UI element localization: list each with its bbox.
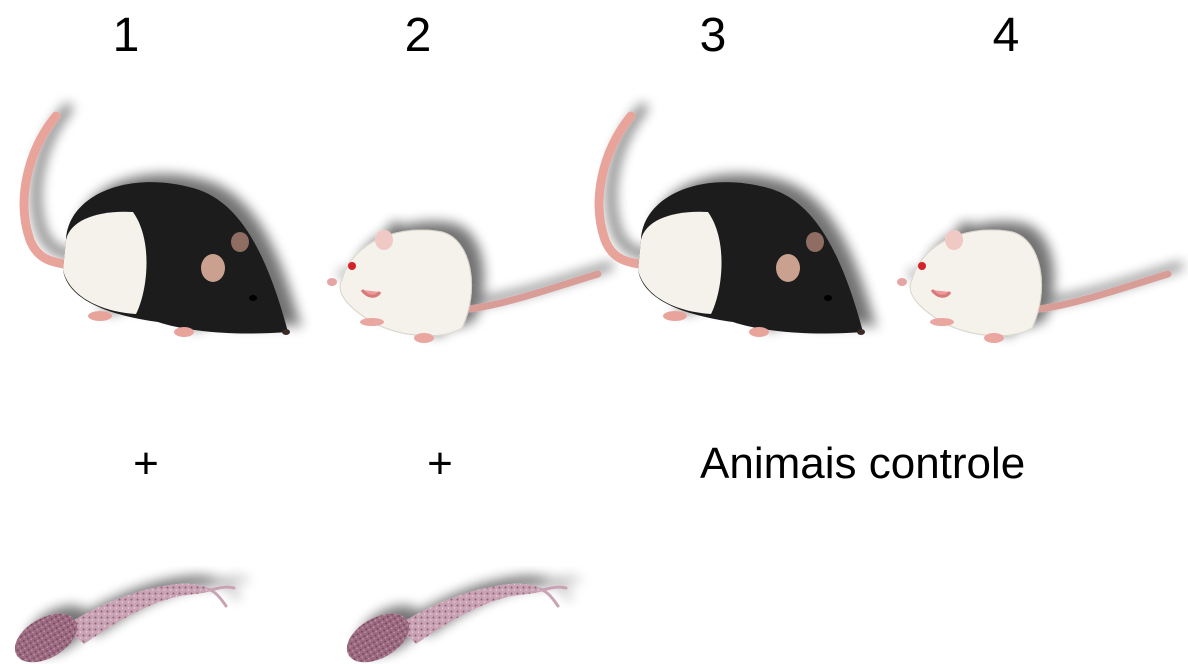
hooded-rat-illustration: [8, 100, 308, 350]
group-number-2: 2: [388, 8, 448, 64]
group-number-4: 4: [976, 8, 1036, 64]
group-number-3: 3: [683, 8, 743, 64]
plus-sign-1: +: [126, 436, 166, 492]
albino-rat-illustration: [322, 210, 612, 355]
group-number-1: 1: [96, 8, 156, 64]
hooded-rat-illustration: [583, 100, 883, 350]
control-animals-label: Animais controle: [700, 436, 1025, 492]
parasite-illustration: [336, 568, 586, 664]
albino-rat-illustration: [892, 210, 1182, 355]
plus-sign-2: +: [420, 436, 460, 492]
parasite-illustration: [4, 568, 254, 664]
